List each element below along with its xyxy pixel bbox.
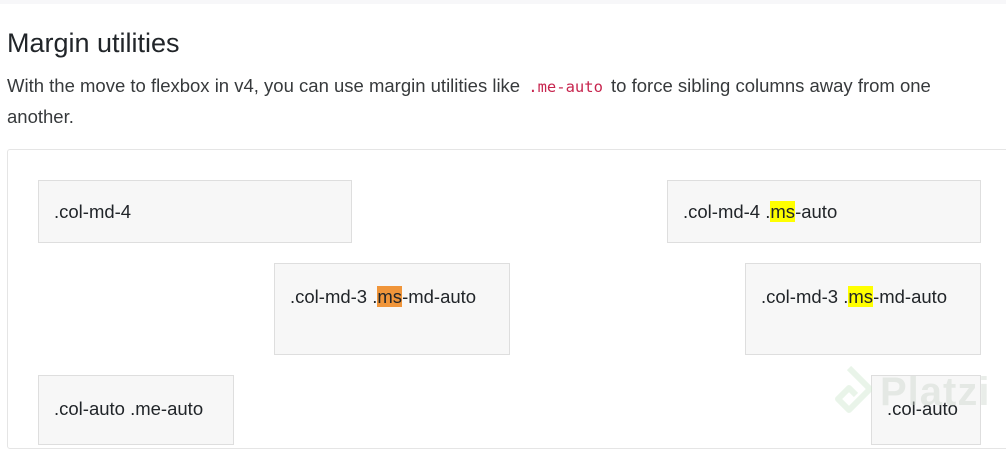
highlight-ms: ms <box>770 200 796 222</box>
section-description: With the move to flexbox in v4, you can … <box>7 71 1002 132</box>
column-label: .col-md-3 .ms-md-auto <box>761 286 948 307</box>
description-text-start: With the move to flexbox in v4, you can … <box>7 75 526 96</box>
highlight-ms: ms <box>377 286 403 307</box>
column-label: .col-auto <box>887 398 958 419</box>
column-label: .col-md-4 <box>54 200 132 222</box>
column-col-auto-me-auto: .col-auto .me-auto <box>38 375 234 445</box>
column-col-md-3-ms-md-auto-yellow: .col-md-3 .ms-md-auto <box>745 263 981 355</box>
column-col-auto: .col-auto <box>871 375 981 445</box>
description-text-end: to force sibling columns away from one a… <box>7 75 931 127</box>
highlight-ms: ms <box>848 286 874 307</box>
column-col-md-4-ms-auto: .col-md-4 .ms-auto <box>667 180 981 243</box>
column-col-md-3-ms-md-auto-orange: .col-md-3 .ms-md-auto <box>274 263 510 355</box>
page-title: Margin utilities <box>7 28 180 58</box>
column-label: .col-auto .me-auto <box>54 398 204 419</box>
top-divider <box>0 0 1006 4</box>
inline-code-me-auto: .me-auto <box>528 78 603 96</box>
column-label: .col-md-4 .ms-auto <box>683 200 838 222</box>
column-col-md-4: .col-md-4 <box>38 180 352 243</box>
column-label: .col-md-3 .ms-md-auto <box>290 286 477 307</box>
